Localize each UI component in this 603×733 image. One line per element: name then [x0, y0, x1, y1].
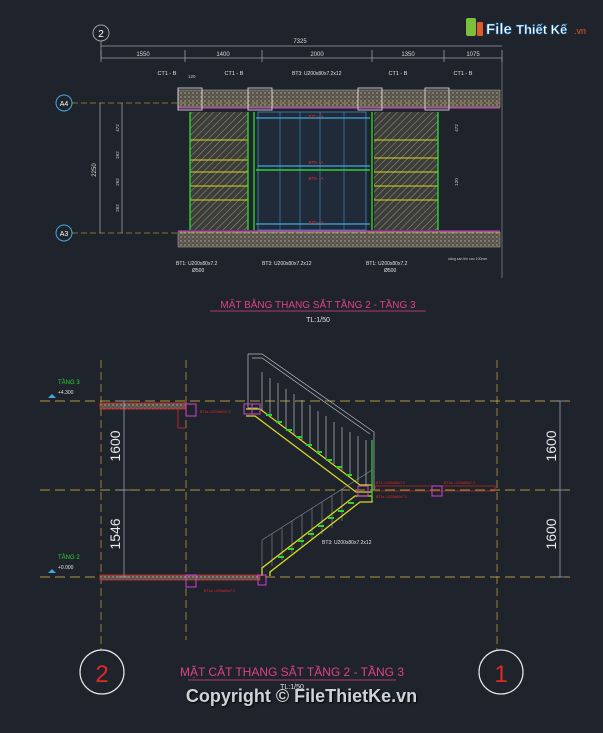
section-scale: TL:1/50 [280, 684, 304, 691]
section-beam-label-0: BT1a: U200x80x7.2 [200, 410, 231, 414]
dim-small-3: 262 [115, 178, 120, 186]
step-label-0: BT5 - A [308, 114, 323, 119]
section-beam-label-1: BT1: U200x80x7.2 [376, 481, 405, 485]
logo-text-b: Thiết Kế [516, 22, 568, 37]
dim-small-6: 120 [454, 178, 459, 186]
dim-left-0: 2250 [92, 163, 98, 177]
plan-spacing-a: Ø500 [192, 268, 204, 274]
section-view: TẦNG 3 +4.300 TẦNG 2 +0.000 1600 1546 16… [40, 353, 570, 695]
plan-beam-bottom-0: BT1: U200x80x7.2 [176, 261, 218, 267]
level-top-marker [48, 394, 56, 398]
plan-beam-bottom-1: BT3: U200x80x7.2x12 [262, 261, 312, 267]
step-label-2: BT5 - A [308, 176, 323, 181]
ct-label-2: CT1 - B [389, 71, 408, 77]
grid-label-a4: A4 [60, 101, 69, 108]
dim-small-5: 472 [454, 124, 459, 132]
section-beam-label-3: BT1a: U200x80x7.2 [444, 481, 475, 485]
grid-label-2-top: 2 [98, 29, 104, 40]
dim-top-1: 1400 [216, 52, 230, 58]
railing-upper [247, 353, 375, 490]
site-logo[interactable]: File Thiết Kế .vn [466, 12, 596, 44]
slab-top [99, 402, 186, 410]
section-beam-label-2: BT1a: U200x80x7.2 [376, 495, 407, 499]
section-dim-left-0: 1600 [107, 430, 123, 461]
plan-view: 2 7325 1550 1400 2000 1350 1075 CT1 - B … [55, 24, 503, 324]
dim-top-0: 1550 [136, 52, 150, 58]
step-label-3: BT5 - A [308, 220, 323, 225]
section-dim-right-0: 1600 [543, 430, 559, 461]
copyright-watermark: Copyright © FileThietKe.vn [185, 686, 418, 706]
dim-small-top: 120 [188, 74, 196, 79]
section-title: MẶT CẮT THANG SẮT TẦNG 2 - TẦNG 3 [180, 664, 404, 679]
ct-box-1 [247, 87, 273, 111]
section-beam-label-4: BT1a: U200x80x7.2 [204, 589, 235, 593]
stringer-lower [261, 495, 373, 576]
ct-label-0: CT1 - B [158, 71, 177, 77]
ct-box-3 [424, 87, 450, 111]
dim-top-4: 1075 [466, 52, 480, 58]
ct-label-1: CT1 - B [225, 71, 244, 77]
grid-label-a3: A3 [60, 231, 69, 238]
level-bottom-marker [48, 569, 56, 573]
wall-top [177, 89, 501, 108]
plan-title: MẶT BẰNG THANG SẮT TẦNG 2 - TẦNG 3 [220, 298, 416, 311]
step-label-1: BT5 - A [308, 160, 323, 165]
level-bottom-val: +0.000 [58, 565, 74, 571]
dim-small-1: 472 [115, 124, 120, 132]
dim-top-2: 2000 [310, 52, 324, 58]
section-beam-mid: BT3: U200x80x7.2x12 [322, 540, 372, 546]
plan-beam-top: BT3: U200x80x7.2x12 [292, 71, 342, 77]
grid-bubble-1-bottom [478, 649, 524, 695]
grid-label-2-bottom: 2 [95, 661, 108, 688]
level-top-val: +4.300 [58, 390, 74, 396]
level-top: TẦNG 3 [58, 379, 80, 386]
ct-label-3: CT1 - B [454, 71, 473, 77]
logo-text-a: File [486, 21, 512, 38]
level-bottom: TẦNG 2 [58, 554, 80, 561]
slab-bottom [99, 574, 261, 581]
plan-note-small: nâng sàn lên cao 100mm [448, 257, 487, 261]
dim-top-3: 1350 [401, 52, 415, 58]
plan-scale: TL:1/50 [306, 317, 330, 324]
landing-center [257, 111, 367, 231]
total-dim: 7325 [293, 39, 307, 45]
ct-box-0 [177, 87, 203, 111]
grid-label-1-bottom: 1 [494, 661, 507, 688]
plan-beam-bottom-2: BT1: U200x80x7.2 [366, 261, 408, 267]
stringer-upper [246, 408, 373, 493]
plan-spacing-b: Ø500 [384, 268, 396, 274]
dim-small-4: 262 [115, 204, 120, 212]
section-dim-right-1: 1600 [543, 518, 559, 549]
grid-bubble-2-bottom [79, 649, 125, 695]
dim-small-2: 262 [115, 151, 120, 159]
wall-bottom [177, 231, 501, 248]
logo-text-c: .vn [574, 26, 586, 36]
flight-left [190, 112, 248, 230]
flight-right [374, 112, 438, 230]
ct-box-2 [357, 87, 383, 111]
section-dim-left-1: 1546 [107, 518, 123, 549]
